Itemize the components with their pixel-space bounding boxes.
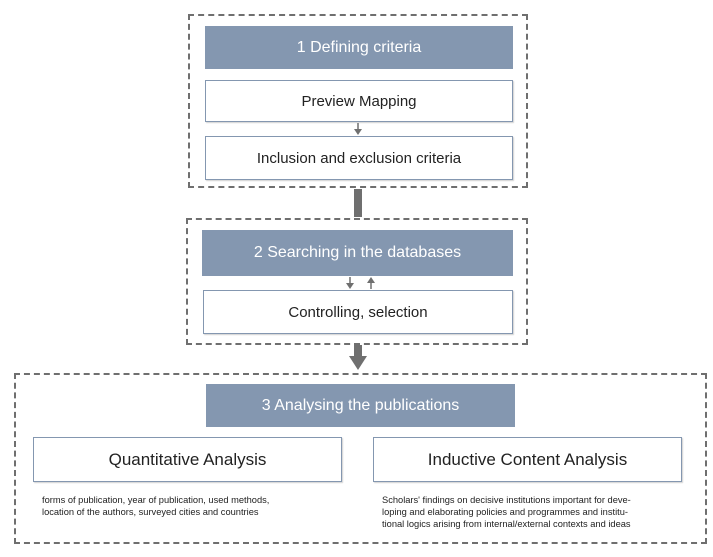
arrow-preview-to-inclusion xyxy=(354,123,362,135)
stage-1-title: 1 Defining criteria xyxy=(205,26,513,69)
arrow-controlling-to-search xyxy=(367,277,375,289)
preview-mapping-box: Preview Mapping xyxy=(205,80,513,122)
controlling-selection-box: Controlling, selection xyxy=(203,290,513,334)
inductive-description-line: loping and elaborating policies and prog… xyxy=(382,507,628,517)
connector-stage1-to-stage2 xyxy=(354,189,362,217)
stage-1-frame xyxy=(188,14,528,188)
quantitative-analysis-box: Quantitative Analysis xyxy=(33,437,342,482)
inductive-content-analysis-description: Scholars' findings on decisive instituti… xyxy=(382,494,692,530)
stage-3-title: 3 Analysing the publications xyxy=(206,384,515,427)
stage-2-frame xyxy=(186,218,528,345)
arrow-search-to-controlling xyxy=(346,277,354,289)
quantitative-analysis-description: forms of publication, year of publicatio… xyxy=(42,494,338,518)
inductive-description-line: Scholars' findings on decisive instituti… xyxy=(382,495,631,505)
inductive-description-line: tional logics arising from internal/exte… xyxy=(382,519,631,529)
inductive-content-analysis-box: Inductive Content Analysis xyxy=(373,437,682,482)
inclusion-exclusion-box: Inclusion and exclusion criteria xyxy=(205,136,513,180)
stage-2-title: 2 Searching in the databases xyxy=(202,230,513,276)
quantitative-description-line: location of the authors, surveyed cities… xyxy=(42,507,259,517)
quantitative-description-line: forms of publication, year of publicatio… xyxy=(42,495,270,505)
stage-3-frame xyxy=(14,373,707,544)
arrow-stage2-to-stage3 xyxy=(349,345,367,370)
